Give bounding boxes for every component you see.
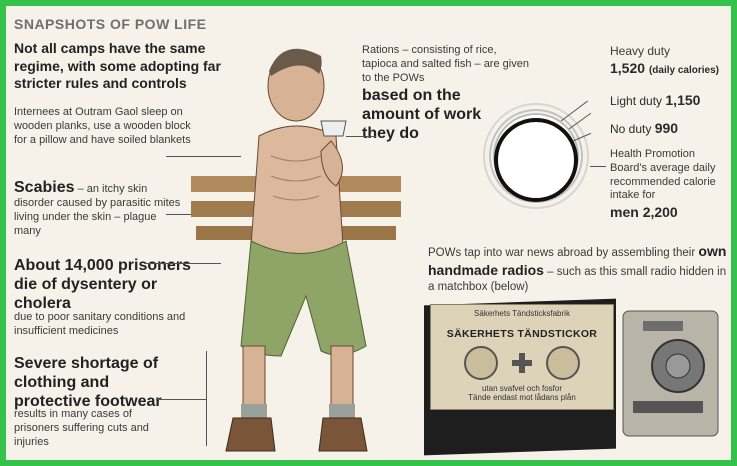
coil (633, 401, 703, 413)
radio-emphasis: own handmade radios (428, 243, 727, 278)
radio-mechanism (622, 310, 719, 437)
leader-line (166, 156, 241, 157)
leader-line (568, 112, 591, 130)
hpb-men: men (610, 204, 639, 220)
trousers (240, 240, 367, 357)
matchbox-maker: Säkerhets Tändsticksfabrik (474, 309, 570, 318)
no-duty-value: 990 (654, 120, 679, 136)
pow-illustration (191, 48, 401, 452)
deaths-title: About 14,000 prisoners die of dysentery … (14, 257, 191, 313)
matchbox-label: Säkerhets Tändsticksfabrik SÄKERHETS TÄN… (430, 304, 614, 410)
hair (269, 48, 322, 76)
hpb-value: 2,200 (642, 204, 678, 220)
leader-line (156, 399, 206, 400)
shoe (225, 417, 276, 452)
no-duty-row: No duty 990 (610, 120, 678, 137)
medal-icon (464, 346, 498, 380)
clothing-text: results in many cases of prisoners suffe… (14, 408, 149, 448)
scabies-note: Scabies – an itchy skin disorder caused … (14, 178, 184, 238)
light-duty-row: Light duty 1,150 (610, 92, 700, 109)
matchbox-line2: Tände endast mot lådans plån (468, 393, 576, 402)
lower-leg (330, 345, 354, 407)
medal-icon (546, 346, 580, 380)
shoe (318, 417, 368, 452)
deaths-text: due to poor sanitary conditions and insu… (14, 311, 186, 337)
heavy-duty-value-row: 1,520 (daily calories) (610, 60, 719, 77)
no-duty-label: No duty (610, 122, 652, 136)
radio-text: POWs tap into war news abroad by assembl… (428, 242, 728, 295)
lead-text: Not all camps have the same regime, with… (14, 40, 221, 91)
cross-icon (512, 353, 532, 373)
bracket (643, 321, 683, 331)
hpb-text: Health Promotion Board's average daily r… (610, 148, 716, 202)
scabies-title: Scabies (14, 179, 75, 196)
arm (320, 140, 343, 187)
internees-note: Internees at Outram Gaol sleep on wooden… (14, 106, 191, 146)
leader-line (146, 263, 221, 264)
calorie-circles (483, 101, 591, 209)
scabies-text: – an itchy skin disorder caused by paras… (14, 183, 181, 237)
leader-line (206, 351, 207, 446)
cup (320, 120, 347, 137)
hpb-circle (494, 118, 578, 202)
calorie-unit: (daily calories) (648, 65, 719, 76)
light-duty-label: Light duty (610, 94, 663, 108)
heavy-duty-value: 1,520 (610, 60, 646, 76)
radio-desc: – such as this small radio hidden in a m… (428, 265, 727, 293)
rations-emphasis: based on the amount of work they do (362, 87, 482, 143)
lower-leg (242, 345, 266, 407)
gear-hub (665, 353, 691, 379)
sock (241, 404, 267, 418)
rations-intro: Rations – consisting of rice, tapioca an… (362, 44, 529, 84)
heavy-duty-label: Heavy duty (610, 44, 671, 58)
leader-line (346, 136, 376, 137)
leader-line (560, 101, 589, 122)
clothing-title: Severe shortage of clothing and protecti… (14, 355, 162, 411)
leader-line (572, 132, 591, 142)
matchbox-line1: utan svafvel och fosfor (481, 384, 563, 393)
heavy-duty-circle (483, 103, 589, 209)
leader-line (590, 166, 606, 167)
matchbox-emblems (431, 346, 613, 380)
sock (329, 404, 355, 418)
radio-intro: POWs tap into war news abroad by assembl… (428, 247, 696, 259)
ribs (270, 155, 322, 201)
section-title: SNAPSHOTS OF POW LIFE (14, 16, 207, 32)
matchbox-brand: SÄKERHETS TÄNDSTICKOR (446, 328, 598, 340)
light-duty-value: 1,150 (665, 92, 701, 108)
hpb-value-row: men 2,200 (610, 204, 678, 220)
